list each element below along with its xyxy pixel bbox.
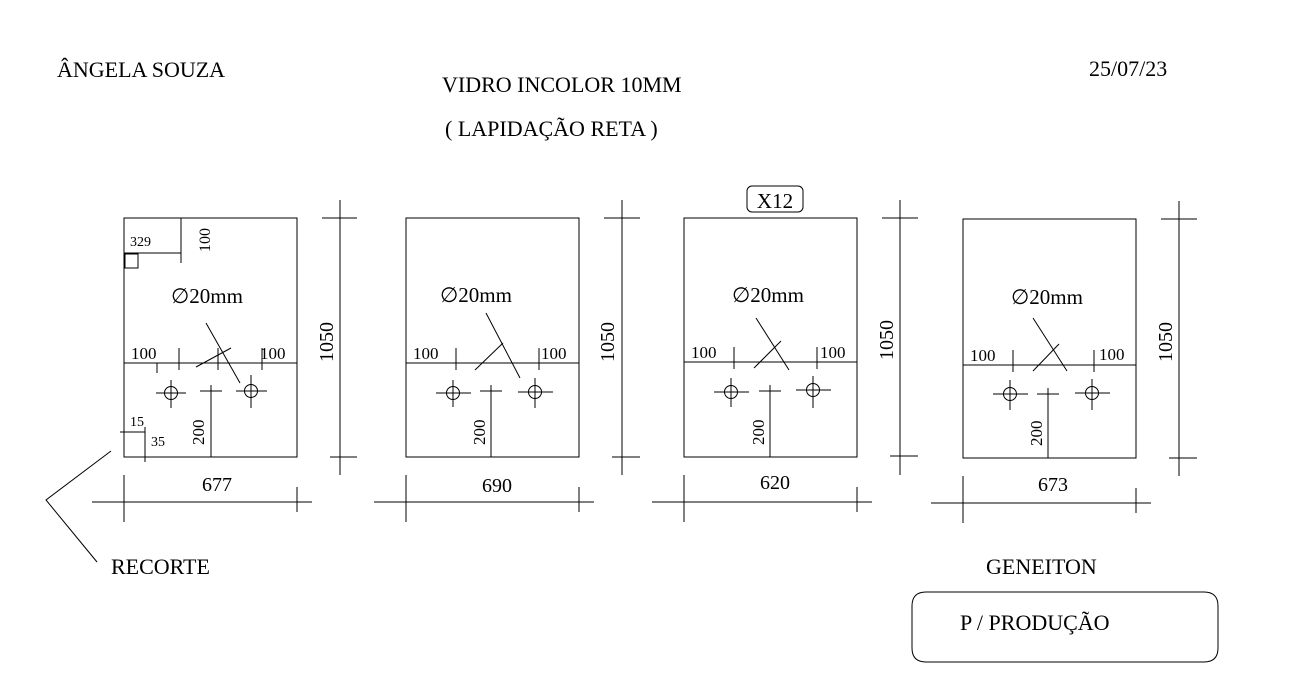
hole-height-label: 200	[470, 420, 489, 446]
hole-right	[1075, 379, 1110, 410]
height-label: 1050	[876, 320, 898, 360]
hole-left	[156, 380, 186, 408]
width-label: 677	[202, 474, 232, 496]
right-offset-label: 100	[541, 344, 567, 363]
leader-line	[755, 317, 790, 371]
leader-line	[485, 312, 521, 379]
drawing-date: 25/07/23	[1089, 56, 1167, 81]
corner-x-label: 15	[130, 415, 144, 430]
leader-line	[753, 340, 782, 369]
right-offset-label: 100	[820, 343, 846, 362]
corner-y-label: 35	[151, 435, 165, 450]
hole-height-label: 200	[189, 420, 208, 446]
hole-right	[518, 378, 553, 408]
hole-left	[714, 378, 749, 407]
leader-line	[1032, 317, 1068, 372]
hole-diameter-label: ∅20mm	[171, 284, 243, 308]
production-stamp-box	[911, 591, 1219, 663]
height-label: 1050	[1155, 322, 1177, 362]
cutout-label: RECORTE	[111, 554, 210, 579]
hole-right	[796, 376, 831, 408]
hole-left	[436, 380, 471, 407]
leader-line	[474, 342, 504, 371]
notch-height-label: 100	[197, 228, 214, 252]
hole-height-label: 200	[749, 420, 768, 446]
panel-4: ∅20mm 100 100 200 673 1050	[931, 201, 1197, 523]
notch-width-label: 329	[130, 235, 151, 250]
left-offset-label: 100	[691, 343, 717, 362]
panel-3: ∅20mm 100 100 200 620 1050	[652, 200, 918, 522]
right-offset-label: 100	[260, 344, 286, 363]
leader-line	[1032, 343, 1060, 372]
height-label: 1050	[597, 322, 619, 362]
panel-outline	[405, 217, 580, 458]
leader-line	[195, 347, 232, 368]
hole-diameter-label: ∅20mm	[732, 283, 804, 307]
cutout-leader	[45, 450, 112, 563]
panel-1: ∅20mm 100 100 200 329 100 15 35 677 1050	[92, 200, 357, 522]
width-label: 673	[1038, 474, 1068, 496]
hole-height-label: 200	[1027, 421, 1046, 447]
right-offset-label: 100	[1099, 345, 1125, 364]
leader-line	[205, 322, 241, 384]
production-stamp-label: P / PRODUÇÃO	[960, 610, 1110, 635]
width-label: 620	[760, 472, 790, 494]
installer-name: GENEITON	[986, 554, 1097, 579]
hole-right	[236, 375, 267, 408]
client-name: ÂNGELA SOUZA	[57, 57, 225, 82]
notch-marker	[124, 253, 139, 269]
left-offset-label: 100	[131, 344, 157, 363]
hole-diameter-label: ∅20mm	[440, 283, 512, 307]
height-label: 1050	[316, 322, 338, 362]
panel-2: ∅20mm 100 100 200 690 1050	[374, 200, 640, 522]
quantity-box	[746, 185, 804, 213]
panel-outline	[962, 218, 1137, 459]
hole-left	[993, 380, 1028, 410]
left-offset-label: 100	[970, 346, 996, 365]
quantity-label: X12	[757, 189, 793, 213]
hole-diameter-label: ∅20mm	[1011, 285, 1083, 309]
material-spec: VIDRO INCOLOR 10MM	[442, 72, 682, 97]
left-offset-label: 100	[413, 344, 439, 363]
finish-spec: ( LAPIDAÇÃO RETA )	[445, 116, 658, 141]
width-label: 690	[482, 475, 512, 497]
